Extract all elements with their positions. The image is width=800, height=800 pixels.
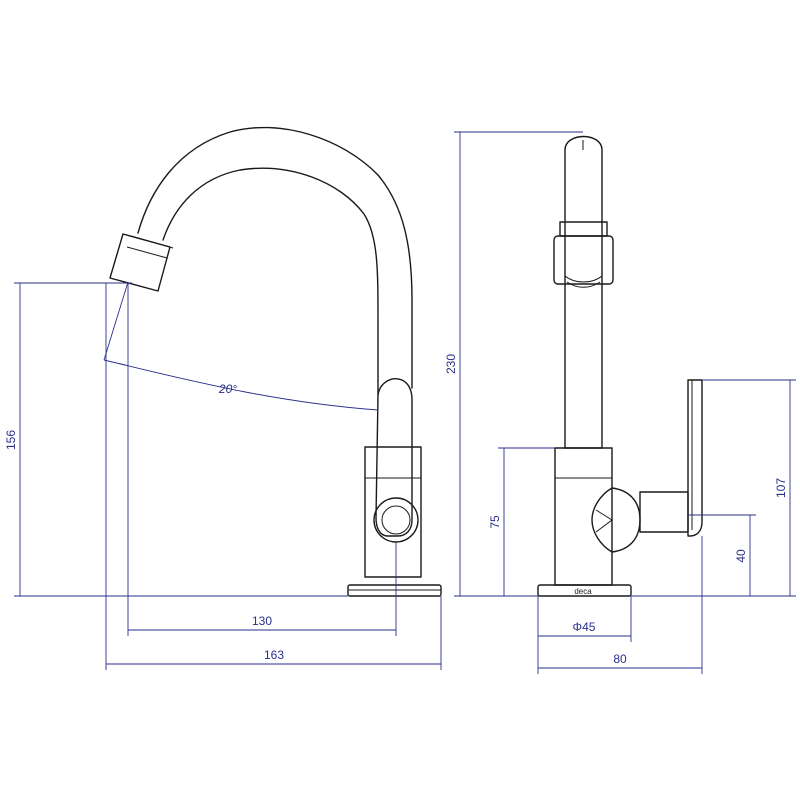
front-handle-hub-inner — [595, 509, 613, 533]
front-dim-45-label: Φ45 — [573, 620, 596, 634]
front-body — [554, 447, 613, 586]
side-cartridge-inner — [381, 505, 411, 535]
front-aerator-mesh — [564, 275, 603, 283]
front-handle-arm — [639, 491, 689, 533]
front-handle-hub — [591, 487, 641, 553]
side-dim-163-label: 163 — [264, 648, 284, 662]
side-spout-outer — [137, 126, 413, 389]
side-aerator — [109, 233, 171, 292]
front-dim-40-label: 40 — [734, 549, 748, 563]
side-dim-130-label: 130 — [252, 614, 272, 628]
front-base-plate — [537, 584, 632, 597]
front-spout-column — [564, 135, 603, 449]
side-body — [364, 446, 422, 578]
front-aerator — [553, 235, 614, 285]
front-aerator-mesh-2 — [566, 281, 601, 288]
front-view: deca 230 75 107 40 Φ45 80 — [444, 131, 796, 674]
side-swing-ray — [103, 281, 129, 361]
side-handle-lever — [375, 378, 413, 537]
side-swing-arc — [103, 359, 379, 411]
front-dim-107-label: 107 — [774, 478, 788, 498]
front-aerator-collar — [559, 221, 608, 237]
side-aerator-ring — [130, 235, 174, 249]
side-dim-angle-label: 20° — [218, 382, 237, 396]
front-handle-lever — [687, 379, 703, 537]
front-brand-mark: deca — [574, 587, 592, 596]
front-dim-80-label: 80 — [613, 652, 627, 666]
side-dim-156-label: 156 — [4, 430, 18, 450]
front-dim-230-label: 230 — [444, 354, 458, 374]
side-spout-inner — [162, 167, 379, 396]
front-dim-75-label: 75 — [488, 515, 502, 529]
side-aerator-ring-2 — [126, 246, 168, 259]
side-view: 156 20° 130 163 — [4, 126, 442, 670]
